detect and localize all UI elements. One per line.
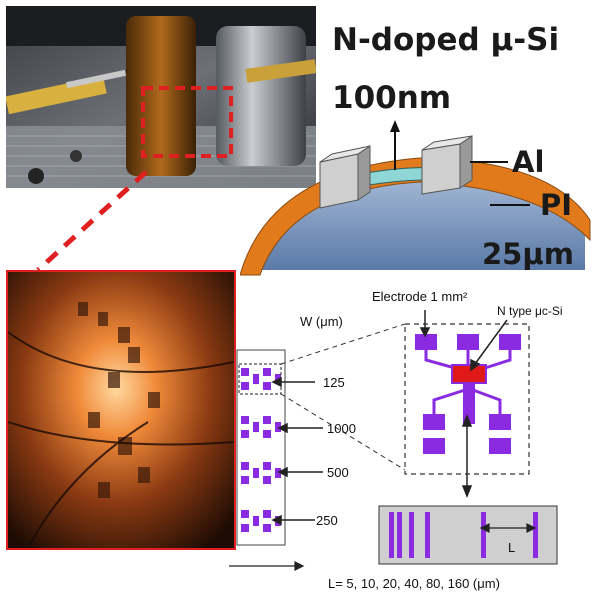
- pi-label: PI: [540, 188, 573, 222]
- thickness-label: 100nm: [332, 80, 452, 116]
- zoom-line-top: [280, 323, 406, 365]
- channel-length-box: [378, 505, 558, 565]
- setup-photo: [5, 6, 317, 188]
- n-type-channel: [453, 366, 485, 382]
- zoom-line-bottom: [280, 393, 406, 471]
- sample-photo: [6, 270, 236, 550]
- length-symbol: L: [508, 540, 516, 555]
- width-arrows: [271, 376, 323, 526]
- pattern-schematic: [229, 310, 558, 571]
- setup-photo-drawing: [5, 6, 317, 188]
- width-1000: 1000: [327, 421, 356, 436]
- al-label: Al: [512, 145, 545, 179]
- width-header: W (μm): [300, 314, 343, 329]
- length-values: L= 5, 10, 20, 40, 80, 160 (μm): [328, 576, 500, 591]
- width-250: 250: [316, 513, 338, 528]
- electrode-callout: Electrode 1 mm²: [372, 289, 468, 304]
- channel-length-bars: [389, 512, 538, 558]
- al-block-left: [319, 145, 371, 209]
- ntype-callout: N type μc-Si: [497, 304, 563, 318]
- width-500: 500: [327, 465, 349, 480]
- material-label: N-doped μ-Si: [332, 22, 560, 58]
- bottom-arrow: [229, 561, 305, 571]
- sample-photo-drawing: [7, 272, 235, 549]
- al-block-right: [421, 135, 473, 195]
- device-cross-section: [240, 120, 591, 276]
- width-125: 125: [323, 375, 345, 390]
- length-dimension: [479, 523, 537, 533]
- pi-thickness-label: 25μm: [482, 237, 574, 271]
- length-pointer: [461, 413, 473, 499]
